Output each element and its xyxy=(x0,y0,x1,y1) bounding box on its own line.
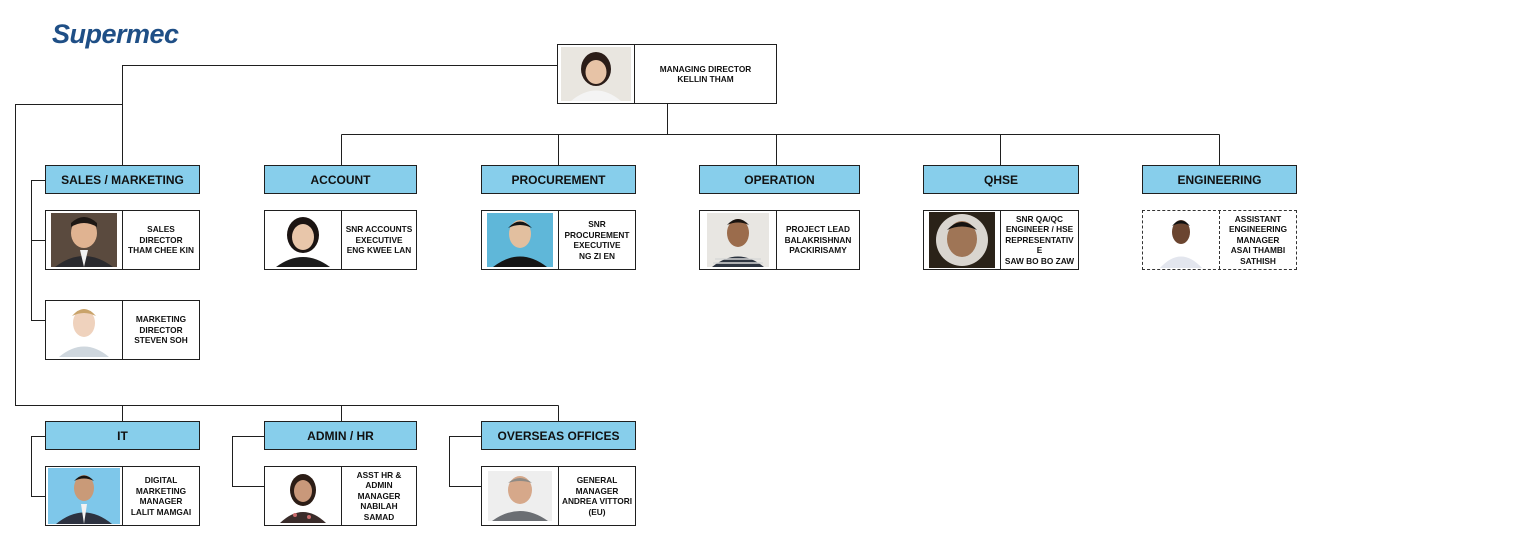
connector-lower-trunk xyxy=(15,104,559,406)
dept-label: IT xyxy=(117,428,128,443)
person-title: ASST HR & xyxy=(356,469,402,480)
person-title: SNR xyxy=(588,219,606,229)
person-title: MARKETING xyxy=(135,485,187,496)
dept-label: OPERATION xyxy=(744,172,815,187)
dept-operation: OPERATION xyxy=(699,165,860,194)
digital-marketing-manager-label: DIGITAL MARKETING MANAGER LALIT MAMGAI xyxy=(123,467,199,525)
hr-admin-manager-label: ASST HR & ADMIN MANAGER NABILAH SAMAD xyxy=(342,467,416,525)
logo-text: Supermec xyxy=(52,18,179,49)
person-name: ANDREA VITTORI xyxy=(561,496,633,506)
dept-overseas-offices: OVERSEAS OFFICES xyxy=(481,421,636,450)
person-title: ADMIN MANAGER xyxy=(357,480,401,501)
dept-label: PROCUREMENT xyxy=(511,172,606,187)
dept-label: ENGINEERING xyxy=(1177,172,1262,187)
person-title: GENERAL xyxy=(576,475,618,485)
person-title: DIGITAL xyxy=(144,475,178,485)
dept-it: IT xyxy=(45,421,200,450)
woman-portrait-icon xyxy=(265,211,342,269)
person-location: (EU) xyxy=(588,506,606,517)
sales-director-label: SALES DIRECTOR THAM CHEE KIN xyxy=(123,211,199,269)
person-title: MANAGER xyxy=(139,496,183,506)
marketing-director-label: MARKETING DIRECTOR STEVEN SOH xyxy=(123,301,199,359)
person-name: SAW BO BO ZAW xyxy=(1004,255,1075,266)
person-name: SATHISH xyxy=(1240,255,1276,266)
dept-label: ADMIN / HR xyxy=(307,428,374,443)
accounts-executive-card: SNR ACCOUNTS EXECUTIVE ENG KWEE LAN xyxy=(264,210,417,270)
person-title: MANAGER xyxy=(1236,234,1280,245)
accounts-executive-label: SNR ACCOUNTS EXECUTIVE ENG KWEE LAN xyxy=(342,211,416,269)
general-manager-label: GENERAL MANAGER ANDREA VITTORI (EU) xyxy=(559,467,635,525)
project-lead-label: PROJECT LEAD BALAKRISHNAN PACKIRISAMY xyxy=(777,211,859,269)
person-name: BALAKRISHNAN xyxy=(784,234,852,245)
person-title: ENGINEERING xyxy=(1228,224,1288,235)
dept-label: OVERSEAS OFFICES xyxy=(497,428,620,443)
dept-sales-marketing: SALES / MARKETING xyxy=(45,165,200,194)
man-portrait-icon xyxy=(482,211,559,269)
dept-admin-hr: ADMIN / HR xyxy=(264,421,417,450)
connector-overseas-sub xyxy=(449,436,481,487)
man-suit-portrait-icon xyxy=(46,467,123,525)
person-name: THAM CHEE KIN xyxy=(128,245,194,256)
person-title: EXECUTIVE xyxy=(355,234,403,245)
assistant-engineering-manager-card: ASSISTANT ENGINEERING MANAGER ASAI THAMB… xyxy=(1142,210,1297,270)
person-name: PACKIRISAMY xyxy=(789,245,847,256)
man-portrait-icon xyxy=(46,301,123,359)
person-title: DIRECTOR xyxy=(139,324,183,335)
person-title: SALES DIRECTOR xyxy=(139,224,183,245)
managing-director-label: MANAGING DIRECTOR KELLIN THAM xyxy=(635,45,776,103)
procurement-executive-card: SNR PROCUREMENT EXECUTIVE NG ZI EN xyxy=(481,210,636,270)
person-title: MARKETING xyxy=(135,314,187,325)
man-portrait-icon xyxy=(700,211,777,269)
sales-director-card: SALES DIRECTOR THAM CHEE KIN xyxy=(45,210,200,270)
dept-engineering: ENGINEERING xyxy=(1142,165,1297,194)
person-title: EXECUTIVE xyxy=(573,240,621,250)
person-name: ASAI THAMBI xyxy=(1230,245,1286,256)
dept-label: SALES / MARKETING xyxy=(61,172,184,187)
man-portrait-icon xyxy=(1143,211,1220,269)
man-portrait-icon xyxy=(482,467,559,525)
person-title: ASSISTANT xyxy=(1234,213,1282,224)
person-title: PROCUREMENT xyxy=(564,229,630,240)
person-name: STEVEN SOH xyxy=(134,335,188,346)
person-title: PROJECT LEAD xyxy=(785,224,851,235)
general-manager-card: GENERAL MANAGER ANDREA VITTORI (EU) xyxy=(481,466,636,526)
dept-label: QHSE xyxy=(983,172,1018,187)
dept-account: ACCOUNT xyxy=(264,165,417,194)
procurement-executive-label: SNR PROCUREMENT EXECUTIVE NG ZI EN xyxy=(559,211,635,269)
connector-admin-sub xyxy=(232,436,264,487)
qhse-engineer-card: SNR QA/QC ENGINEER / HSE REPRESENTATIV E… xyxy=(923,210,1079,270)
company-logo: Supermec xyxy=(52,16,179,52)
managing-director-card: MANAGING DIRECTOR KELLIN THAM xyxy=(557,44,777,104)
person-name: NG ZI EN xyxy=(579,250,615,261)
person-title: SNR QA/QC xyxy=(1015,213,1064,224)
person-title: E xyxy=(1036,245,1043,256)
dept-qhse: QHSE xyxy=(923,165,1079,194)
man-portrait-icon xyxy=(924,211,1001,269)
connector-sales-sub xyxy=(31,180,46,321)
woman-portrait-icon xyxy=(265,467,342,525)
person-title: ENGINEER / HSE xyxy=(1005,224,1074,235)
person-title: MANAGER xyxy=(575,485,619,496)
connector-md-left xyxy=(122,65,558,105)
man-suit-portrait-icon xyxy=(46,211,123,269)
md-title: MANAGING DIRECTOR xyxy=(659,63,752,74)
person-title: REPRESENTATIV xyxy=(1005,234,1074,245)
connector-it-sub xyxy=(31,436,46,497)
dept-label: ACCOUNT xyxy=(310,172,371,187)
woman-portrait-icon xyxy=(558,45,635,103)
qhse-engineer-label: SNR QA/QC ENGINEER / HSE REPRESENTATIV E… xyxy=(1001,211,1078,269)
person-name: ENG KWEE LAN xyxy=(346,245,412,256)
person-title: SNR ACCOUNTS xyxy=(345,224,413,235)
marketing-director-card: MARKETING DIRECTOR STEVEN SOH xyxy=(45,300,200,360)
person-name: NABILAH SAMAD xyxy=(360,501,398,522)
md-name: KELLIN THAM xyxy=(677,74,734,84)
person-name: LALIT MAMGAI xyxy=(130,506,192,517)
dept-procurement: PROCUREMENT xyxy=(481,165,636,194)
hr-admin-manager-card: ASST HR & ADMIN MANAGER NABILAH SAMAD xyxy=(264,466,417,526)
assistant-engineering-manager-label: ASSISTANT ENGINEERING MANAGER ASAI THAMB… xyxy=(1220,211,1296,269)
digital-marketing-manager-card: DIGITAL MARKETING MANAGER LALIT MAMGAI xyxy=(45,466,200,526)
project-lead-card: PROJECT LEAD BALAKRISHNAN PACKIRISAMY xyxy=(699,210,860,270)
